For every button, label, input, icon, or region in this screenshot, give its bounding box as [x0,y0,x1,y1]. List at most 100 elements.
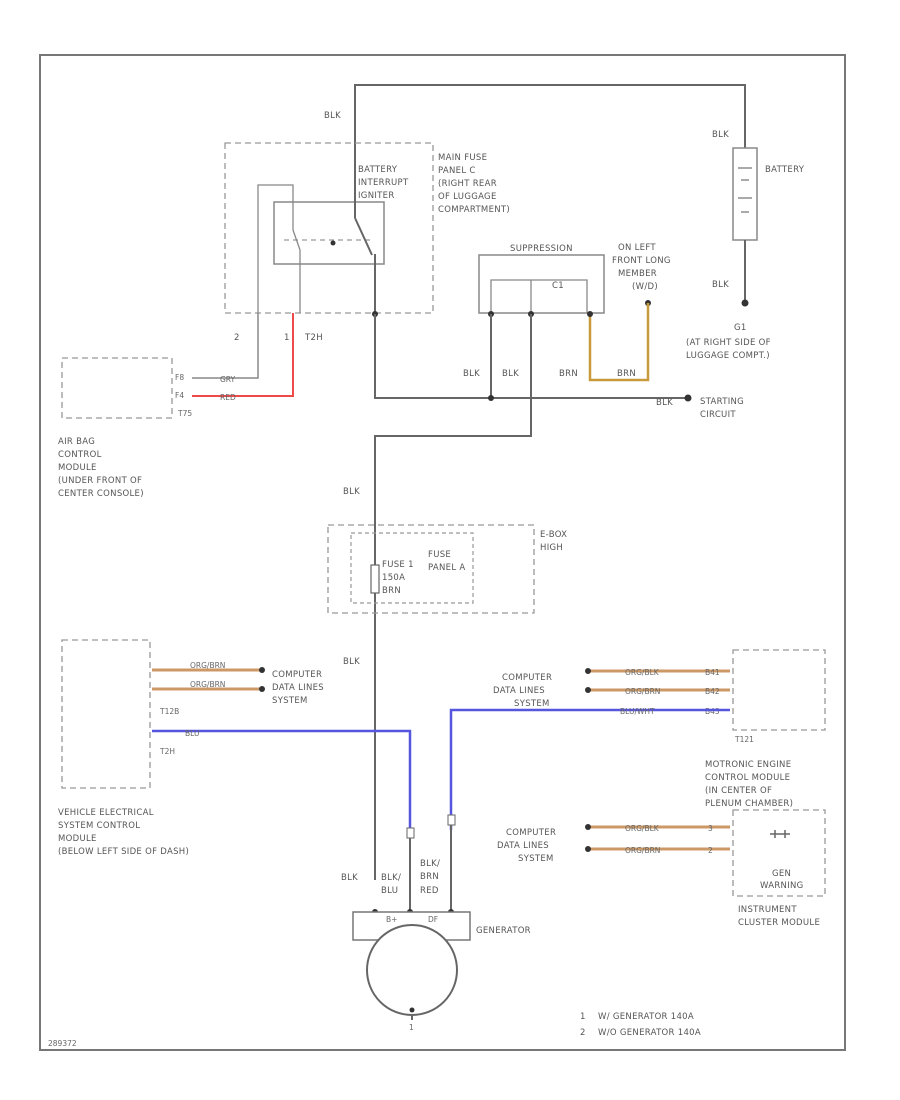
main-fuse-2: PANEL C [438,166,476,176]
on-left-4: (W/D) [632,282,658,292]
airbag-1: AIR BAG [58,437,95,447]
airbag-3: MODULE [58,463,97,473]
notes: 1 W/ GENERATOR 140A 2 W/O GENERATOR 140A… [48,1012,701,1048]
gen-ground-label: 1 [409,1023,414,1032]
ebox-1: E-BOX [540,530,567,540]
note-1-text: W/ GENERATOR 140A [598,1012,694,1022]
computer-right2-3: SYSTEM [518,854,554,864]
gen-blk-label: BLK [341,873,358,883]
instrument-2: CLUSTER MODULE [738,918,820,928]
fuse-panel-a-1: FUSE [428,550,451,560]
t75-label: T75 [177,409,192,418]
generator-label: GENERATOR [476,926,531,936]
t12b-label: T12B [159,707,179,716]
blk-mid-label: BLK [343,487,360,497]
computer-right1-3: SYSTEM [514,699,550,709]
vehicle-3: MODULE [58,834,97,844]
main-fuse-5: COMPARTMENT) [438,205,510,215]
top-blk-label: BLK [324,111,341,121]
motronic-module: ORG/BLK ORG/BRN B41 B42 B43 COMPUTER DAT… [449,649,826,830]
left-blu-wire [152,729,412,830]
note-1-num: 1 [580,1012,586,1022]
battery-blk-bottom-label: BLK [712,280,729,290]
cluster-wire-2-label: ORG/BRN [625,846,660,855]
airbag-5: CENTER CONSOLE) [58,489,144,499]
note-2-text: W/O GENERATOR 140A [598,1028,701,1038]
brn-2-label: BRN [617,369,636,379]
main-fuse-panel-c: BATTERY INTERRUPT IGNITER MAIN FUSE PANE… [224,142,510,343]
vehicle-2: SYSTEM CONTROL [58,821,140,831]
computer-right2-1: COMPUTER [506,828,556,838]
instrument-1: INSTRUMENT [738,905,797,915]
fuse-panel-a: E-BOX HIGH FUSE 1 150A BRN FUSE PANEL A … [327,524,567,667]
starting-circuit-1: STARTING [700,397,744,407]
note-2-num: 2 [580,1028,586,1038]
pin-1-label: 1 [284,333,290,343]
starting-circuit-2: CIRCUIT [700,410,736,420]
right-wire-3-label: BLU/WHT [620,707,655,716]
diagram-border [39,54,846,1051]
main-bus: BLK STARTING CIRCUIT BLK [343,314,744,880]
suppression-c1-label: C1 [552,281,564,291]
t2h-label: T2H [304,333,323,343]
battery-circuit: BLK BLK BATTERY BLK G1 (AT RIGHT SIDE OF… [324,84,805,361]
battery-interrupt-1: BATTERY [358,165,398,175]
right-pin-2: B42 [705,687,720,696]
t2h-left-label: T2H [159,747,175,756]
gen-blk-brn-2: BRN [420,872,439,882]
diagram-id: 289372 [48,1039,77,1048]
airbag-2: CONTROL [58,450,102,460]
brn-1-label: BRN [559,369,578,379]
blk-2-label: BLK [502,369,519,379]
vehicle-electrical-module: ORG/BRN ORG/BRN COMPUTER DATA LINES SYST… [58,639,412,857]
gen-b-label: B+ [386,915,397,924]
computer-right2-2: DATA LINES [497,841,549,851]
battery-interrupt-3: IGNITER [358,191,395,201]
main-fuse-1: MAIN FUSE [438,153,487,163]
vehicle-1: VEHICLE ELECTRICAL [58,808,154,818]
cluster-pin-1: 3 [708,824,713,833]
generator: BLK BLK/ BLU BLK/ BRN RED B+ DF 1 GENERA… [341,814,531,1032]
airbag-module: F8 F4 GRY RED T75 AIR BAG CONTROL MODULE… [58,313,294,499]
right-pin-1: B41 [705,668,720,677]
fuse-2: 150A [382,573,405,583]
pin-2-label: 2 [234,333,240,343]
starting-circuit-arrow [684,394,692,402]
blk-1-label: BLK [463,369,480,379]
computer-left-2: DATA LINES [272,683,324,693]
suppression-brn-wire [588,303,650,382]
battery-label: BATTERY [765,165,805,175]
motronic-4: PLENUM CHAMBER) [705,799,793,809]
right-blu-wht-wire [449,708,730,830]
motronic-1: MOTRONIC ENGINE [705,760,791,770]
cluster-pin-2: 2 [708,846,713,855]
t121-label: T121 [734,735,754,744]
gen-red-label: RED [420,886,439,896]
suppression-c1: SUPPRESSION C1 ON LEFT FRONT LONG MEMBER… [372,243,671,382]
airbag-4: (UNDER FRONT OF [58,476,142,486]
g1-loc-1: (AT RIGHT SIDE OF [686,338,771,348]
on-left-1: ON LEFT [618,243,656,253]
battery-interrupt-2: INTERRUPT [358,178,409,188]
generator-symbol [366,924,458,1016]
suppression-label: SUPPRESSION [510,244,573,254]
motronic-2: CONTROL MODULE [705,773,790,783]
left-wire-1-label: ORG/BRN [190,661,225,670]
gen-blk-brn-1: BLK/ [420,859,440,869]
igniter-box [273,201,385,265]
on-left-2: FRONT LONG [612,256,671,266]
computer-right1-1: COMPUTER [502,673,552,683]
battery-symbol [732,147,758,241]
ebox-2: HIGH [540,543,563,553]
gen-warning-1: GEN [772,869,791,879]
g1-loc-2: LUGGAGE COMPT.) [686,351,770,361]
airbag-pin-a: F8 [175,373,184,382]
left-wire-2-label: ORG/BRN [190,680,225,689]
blk-lower-label: BLK [343,657,360,667]
gen-warning-2: WARNING [760,881,804,891]
on-left-3: MEMBER [618,269,657,279]
vehicle-4: (BELOW LEFT SIDE OF DASH) [58,847,189,857]
computer-left-1: COMPUTER [272,670,322,680]
starting-wire-label: BLK [656,398,673,408]
